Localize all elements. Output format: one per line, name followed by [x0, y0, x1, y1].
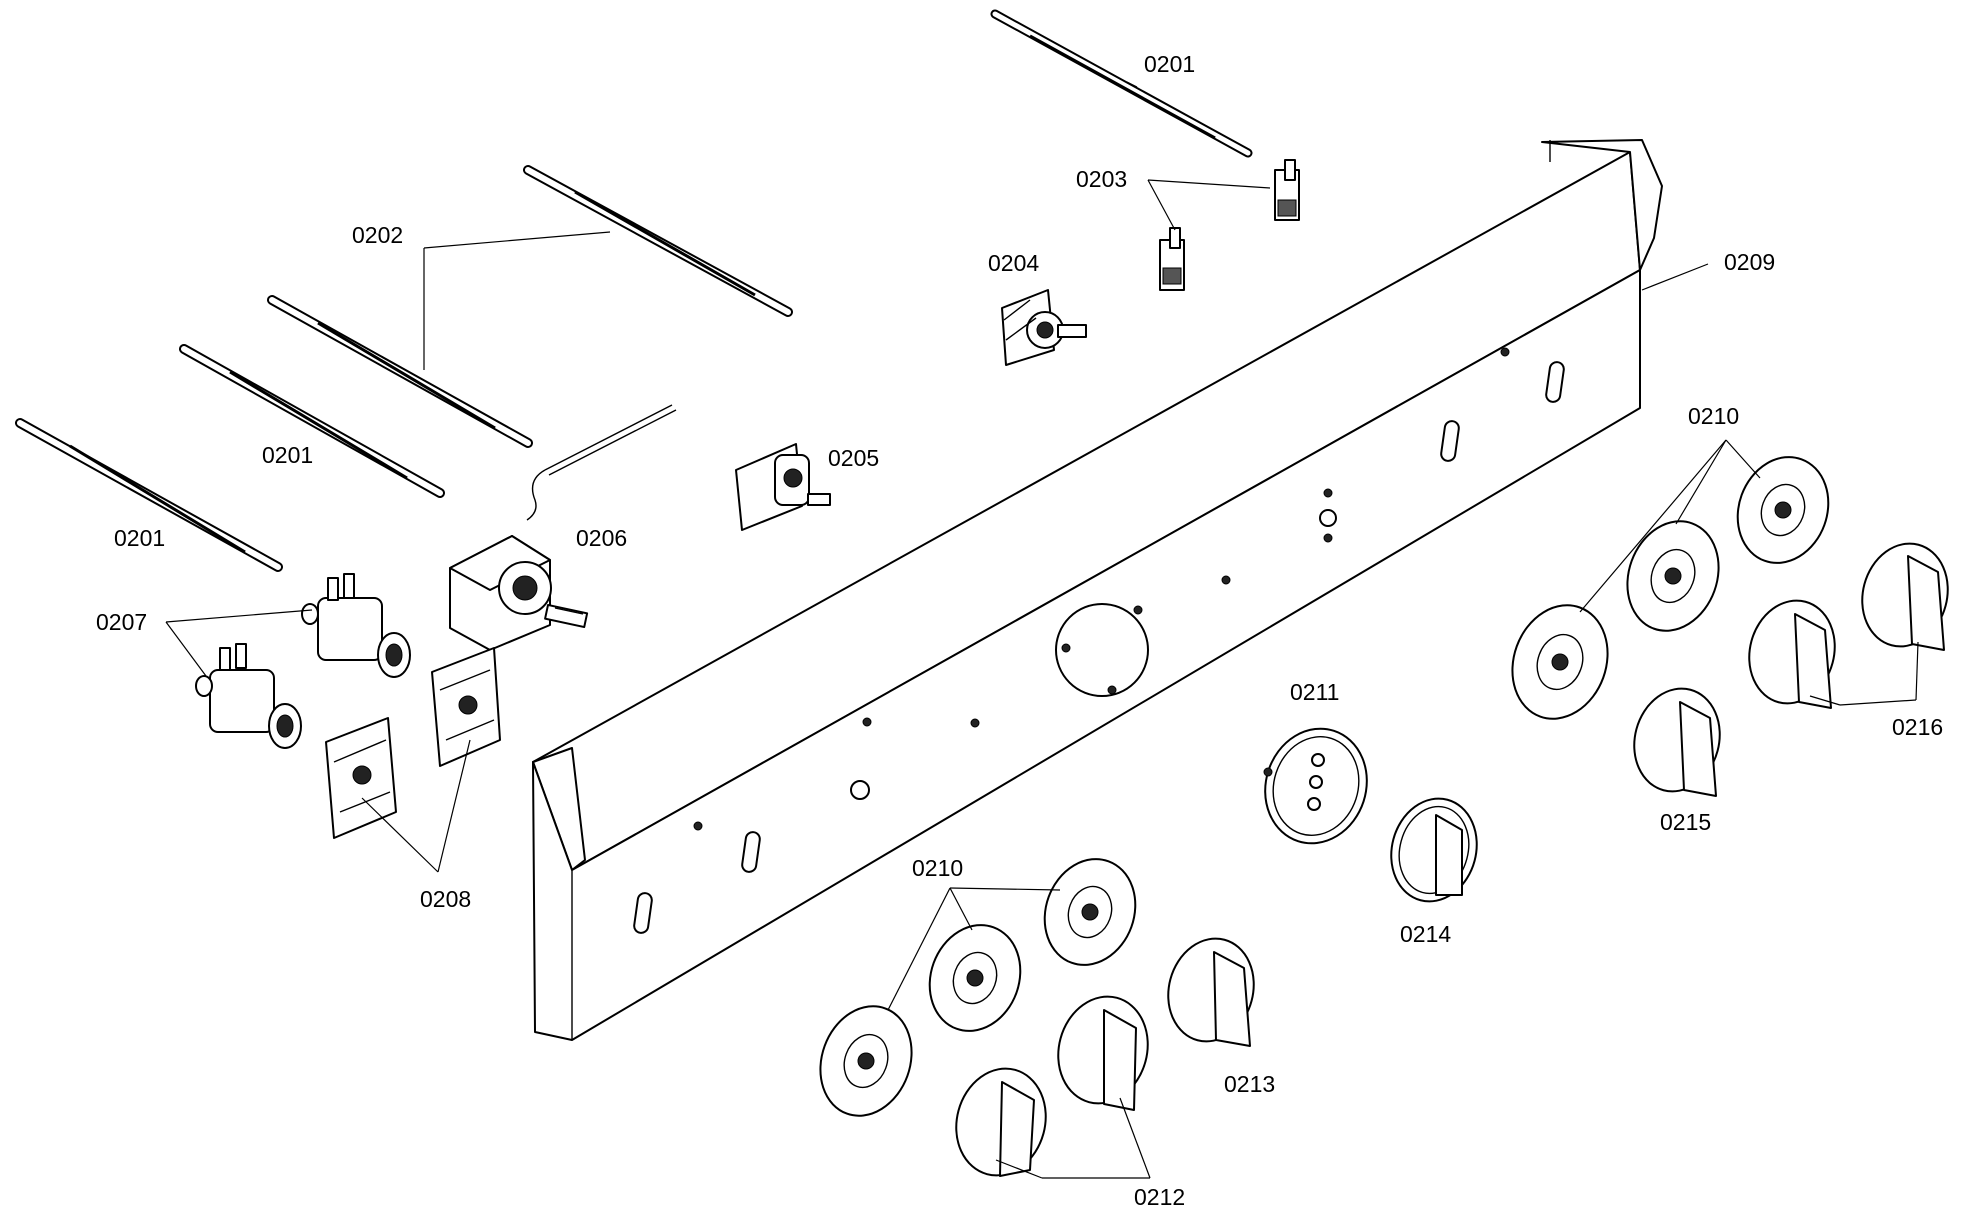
- label-0210-bottom: 0210: [912, 855, 963, 881]
- knob-bezel-0210-b2: [928, 924, 1022, 1032]
- knob-bezel-0210-b1: [819, 1005, 913, 1117]
- label-0210-right: 0210: [1688, 403, 1739, 429]
- label-0203: 0203: [1076, 166, 1127, 192]
- label-0201-left: 0201: [114, 525, 165, 551]
- label-0211: 0211: [1290, 679, 1339, 705]
- label-0205: 0205: [828, 445, 879, 471]
- circuit-board-0208-b: [325, 717, 397, 839]
- knob-bezel-0210-r1: [1511, 604, 1609, 720]
- knob-0215: [1633, 687, 1721, 797]
- knob-0213: [1167, 937, 1255, 1047]
- label-0214: 0214: [1400, 921, 1451, 947]
- ignition-switch-0204: [1001, 289, 1087, 366]
- label-0213: 0213: [1224, 1071, 1275, 1097]
- solenoid-valve-0207-a: [301, 573, 411, 678]
- knob-0212-b: [1057, 995, 1149, 1111]
- label-0206: 0206: [576, 525, 627, 551]
- thermocouple-wire-0201-left: [15, 418, 283, 572]
- thermocouple-wire-0201-mid-a: [267, 295, 533, 448]
- knob-0216-b: [1861, 542, 1949, 651]
- rotary-switch-0205: [735, 443, 831, 531]
- label-0209: 0209: [1724, 249, 1775, 275]
- label-0204: 0204: [988, 250, 1039, 276]
- label-0208: 0208: [420, 886, 471, 912]
- leader-lines: [165, 81, 1919, 1179]
- label-0216: 0216: [1892, 714, 1943, 740]
- label-0202: 0202: [352, 222, 403, 248]
- thermocouple-wire-0201-top: [990, 9, 1253, 158]
- knob-bezel-0210-r2: [1626, 520, 1720, 632]
- label-0207: 0207: [96, 609, 147, 635]
- micro-switch-0203-a: [1274, 159, 1300, 221]
- knob-0216-a: [1748, 599, 1836, 709]
- label-0201-top: 0201: [1144, 51, 1195, 77]
- label-0201-mid: 0201: [262, 442, 313, 468]
- label-0212: 0212: [1134, 1184, 1185, 1210]
- label-0215: 0215: [1660, 809, 1711, 835]
- solenoid-valve-0207-b: [195, 643, 302, 749]
- micro-switch-0203-b: [1159, 227, 1185, 291]
- thermocouple-wire-0202: [523, 165, 793, 317]
- knob-0212-a: [955, 1067, 1047, 1177]
- thermocouple-wire-0201-mid-b: [179, 344, 445, 498]
- knob-bezel-0210-b3: [1043, 858, 1137, 966]
- knob-bezel-0210-r3: [1736, 456, 1830, 564]
- circuit-board-0208-a: [431, 647, 501, 767]
- bezel-0211: [1263, 727, 1368, 845]
- thermostat-0206: [449, 535, 589, 651]
- thermostat-capillary: [526, 404, 677, 521]
- knob-0214: [1390, 797, 1478, 903]
- control-panel-0209: [532, 139, 1663, 1041]
